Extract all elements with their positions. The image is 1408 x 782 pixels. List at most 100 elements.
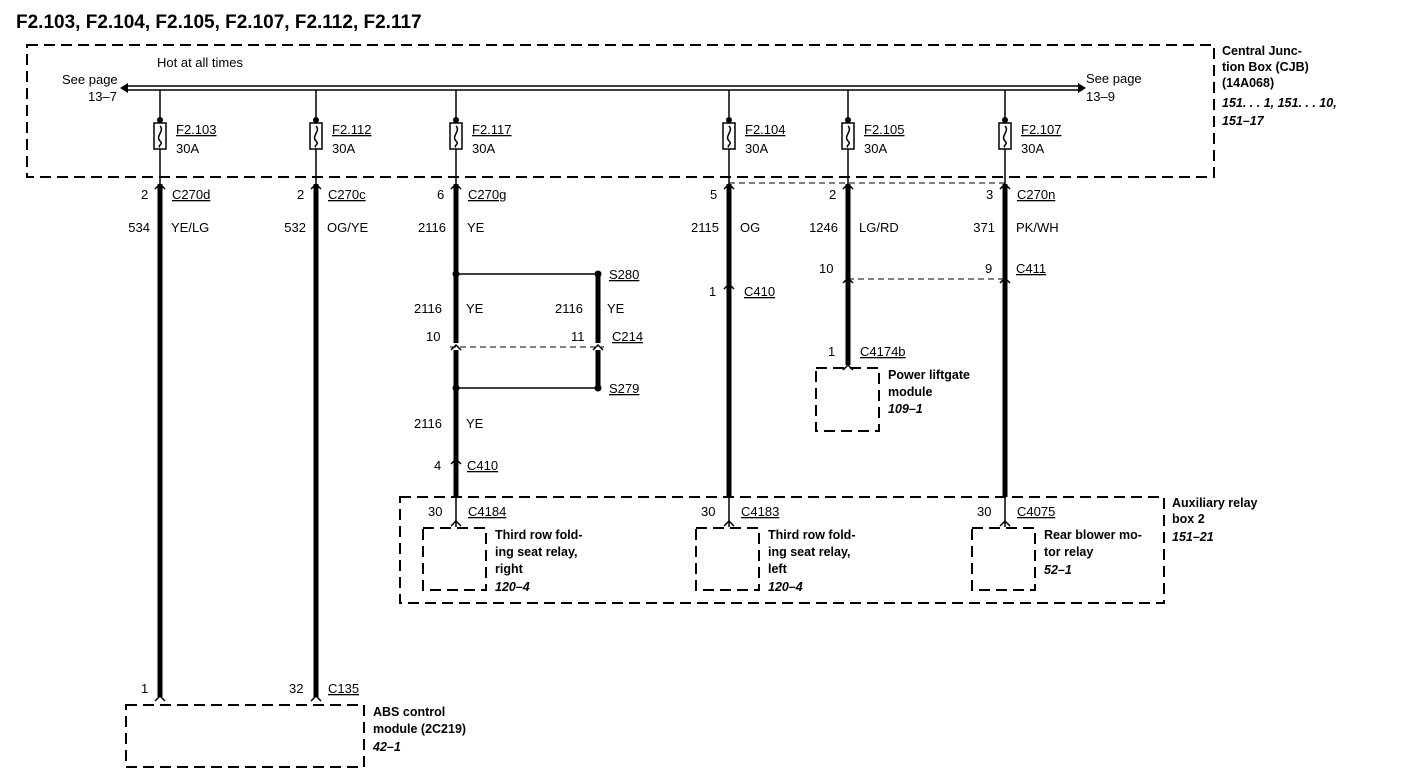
relay-label: Third row fold- (495, 528, 582, 542)
abs-pin-left: 1 (141, 681, 148, 696)
fuse-name: F2.104 (745, 122, 785, 137)
relay-ref: 120–4 (768, 580, 803, 594)
circuit-2116-right: 2116 (555, 301, 583, 316)
relay-label: Third row fold- (768, 528, 855, 542)
splice-dot-s279-right (594, 384, 602, 392)
relay-connector: C4183 (741, 504, 779, 519)
see-page-left-2: 13–7 (88, 89, 117, 104)
fuse-element-icon (845, 125, 851, 148)
splice-dot-s280-left (452, 270, 460, 278)
cjb-exit-pin: 5 (710, 187, 717, 202)
wire-circuit-number: 532 (284, 220, 306, 235)
relay-connector: C4184 (468, 504, 506, 519)
splice-s279-label: S279 (609, 381, 639, 396)
color-ye-left: YE (466, 301, 484, 316)
abs-label-1: ABS control (373, 705, 445, 719)
wire-color: LG/RD (859, 220, 899, 235)
cjb-exit-connector: C270c (328, 187, 366, 202)
c214-pin-right: 11 (571, 329, 585, 344)
fuse-element-icon (157, 125, 163, 148)
color-ye-lower: YE (466, 416, 484, 431)
abs-chevron-left (154, 694, 166, 702)
c410-b-pin: 1 (709, 284, 716, 299)
relay-chevron (999, 519, 1011, 527)
fuse-feed-dot (453, 117, 459, 123)
splice-s280-label: S280 (609, 267, 639, 282)
c411-pin-left: 10 (819, 261, 833, 276)
aux-box-label-2: box 2 (1172, 512, 1205, 526)
relay-label: right (495, 562, 524, 576)
fuse-element-icon (453, 125, 459, 148)
see-page-right-1: See page (1086, 71, 1142, 86)
cjb-exit-pin: 6 (437, 187, 444, 202)
fuse-feed-dot (726, 117, 732, 123)
relay-connector: C4075 (1017, 504, 1055, 519)
cjb-exit-pin: 2 (829, 187, 836, 202)
cjb-label-2: tion Box (CJB) (1222, 60, 1309, 74)
wire-circuit-number: 2115 (691, 220, 719, 235)
cjb-exit-connector: C270n (1017, 187, 1055, 202)
liftgate-pin: 1 (828, 344, 835, 359)
aux-box-ref: 151–21 (1172, 530, 1214, 544)
fuse-element-icon (1002, 125, 1008, 148)
fuse-name: F2.105 (864, 122, 904, 137)
c214-chevron-right (592, 343, 604, 351)
c214-chevron-left (450, 343, 462, 351)
c410-a-label: C410 (467, 458, 498, 473)
wire-color: YE (467, 220, 485, 235)
circuit-2116-left: 2116 (414, 301, 442, 316)
abs-label-2: module (2C219) (373, 722, 466, 736)
cjb-exit-pin: 2 (141, 187, 148, 202)
relay-label: ing seat relay, (768, 545, 850, 559)
c411-pin-right: 9 (985, 261, 992, 276)
cjb-exit-connector: C270g (468, 187, 506, 202)
fuse-element-icon (726, 125, 732, 148)
fuse-f2-105: F2.105 30A 2 1246 LG/RD (809, 90, 904, 235)
relay-pin: 30 (428, 504, 442, 519)
c410-a-pin: 4 (434, 458, 441, 473)
fuse-amps: 30A (472, 141, 495, 156)
splice-dot-s280-right (594, 270, 602, 278)
relay-ref: 120–4 (495, 580, 530, 594)
splice-dot-s279-left (452, 384, 460, 392)
cjb-outline (26, 44, 1215, 178)
wire-circuit-number: 534 (128, 220, 150, 235)
fuse-name: F2.112 (332, 122, 372, 137)
fuse-amps: 30A (864, 141, 887, 156)
cjb-label-1: Central Junc- (1222, 44, 1302, 58)
fuse-feed-dot (845, 117, 851, 123)
fuse-name: F2.103 (176, 122, 216, 137)
wire-color: PK/WH (1016, 220, 1059, 235)
fuse-amps: 30A (176, 141, 199, 156)
cjb-exit-pin: 2 (297, 187, 304, 202)
relay-label: tor relay (1044, 545, 1093, 559)
abs-chevron-right (310, 694, 322, 702)
fuse-amps: 30A (332, 141, 355, 156)
liftgate-label-2: module (888, 385, 932, 399)
aux-box-label-1: Auxiliary relay (1172, 496, 1258, 510)
see-page-right-2: 13–9 (1086, 89, 1115, 104)
wire-color: YE/LG (171, 220, 209, 235)
page-title: F2.103, F2.104, F2.105, F2.107, F2.112, … (16, 12, 422, 33)
color-ye-right: YE (607, 301, 625, 316)
relay-label: ing seat relay, (495, 545, 577, 559)
relay-chevron (450, 519, 462, 527)
relay-label: left (768, 562, 788, 576)
wire-circuit-number: 2116 (418, 220, 446, 235)
wire-circuit-number: 1246 (809, 220, 838, 235)
fuse-name: F2.107 (1021, 122, 1061, 137)
relay-box (971, 527, 1036, 591)
c214-label: C214 (612, 329, 643, 344)
fuse-amps: 30A (1021, 141, 1044, 156)
fuse-feed-dot (157, 117, 163, 123)
abs-module-box (125, 704, 365, 768)
abs-pin-right: 32 (289, 681, 303, 696)
